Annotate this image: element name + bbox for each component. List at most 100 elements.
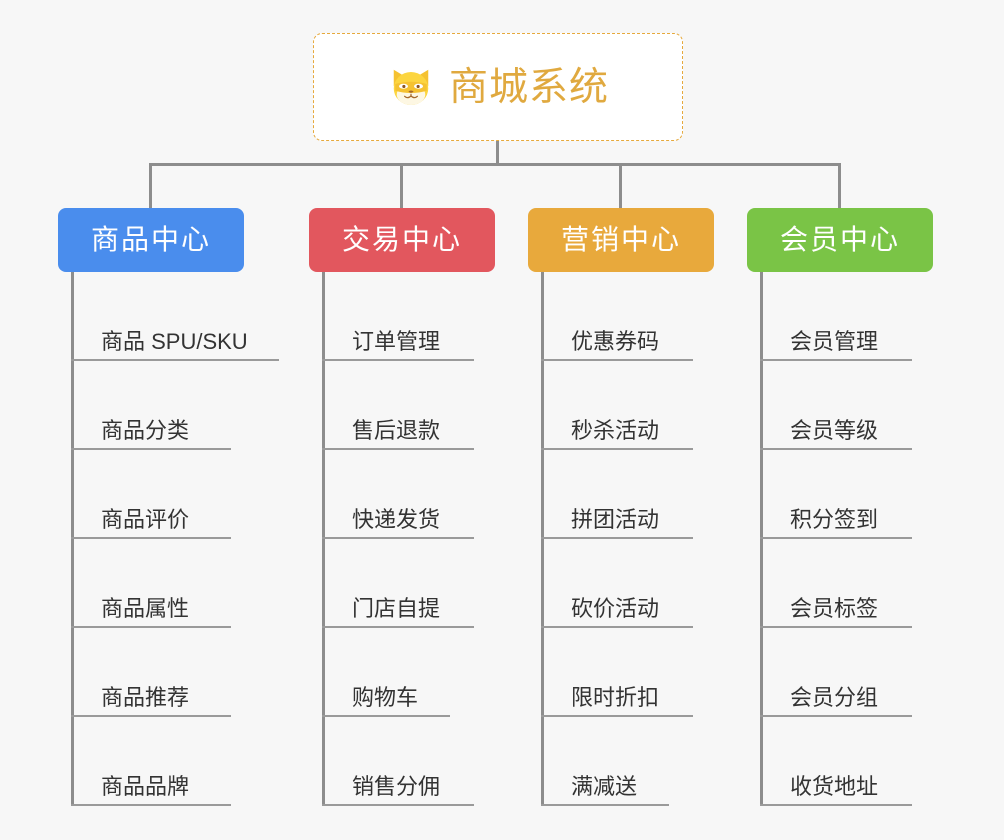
leaf-list-交易中心: 订单管理 售后退款 快递发货 门店自提 购物车 销售分佣: [322, 272, 474, 806]
leaf-label: 秒杀活动: [571, 418, 660, 443]
category-header-label: 营销中心: [560, 224, 681, 255]
leaf-label: 商品评价: [101, 507, 190, 532]
category-header-会员中心[interactable]: 会员中心: [747, 208, 933, 272]
leaf-label: 拼团活动: [571, 507, 660, 532]
category-header-营销中心[interactable]: 营销中心: [528, 208, 714, 272]
leaf-label: 优惠券码: [571, 329, 660, 354]
category-trunk: [322, 272, 325, 806]
leaf-underline: [71, 804, 231, 806]
leaf-underline: [541, 804, 669, 806]
leaf-label: 砍价活动: [571, 596, 660, 621]
category-header-label: 商品中心: [90, 224, 211, 255]
leaf-underline: [322, 715, 450, 717]
leaf-item[interactable]: 购物车: [322, 628, 454, 717]
leaf-item[interactable]: 会员分组: [760, 628, 912, 717]
leaf-label: 会员标签: [790, 596, 879, 621]
leaf-label: 商品 SPU/SKU: [101, 329, 248, 354]
leaf-label: 购物车: [352, 685, 419, 710]
leaf-item[interactable]: 会员等级: [760, 361, 912, 450]
leaf-list-营销中心: 优惠券码 秒杀活动 拼团活动 砍价活动 限时折扣 满减送: [541, 272, 693, 806]
category-header-商品中心[interactable]: 商品中心: [58, 208, 244, 272]
category-column-4: 会员中心 会员管理 会员等级 积分签到 会员标签 会员分组: [747, 208, 933, 806]
leaf-item[interactable]: 商品品牌: [71, 717, 262, 806]
leaf-label: 积分签到: [790, 507, 879, 532]
category-trunk: [760, 272, 763, 806]
leaf-item[interactable]: 商品评价: [71, 450, 262, 539]
connector-horizontal-bus: [149, 163, 841, 166]
dog-face-icon: [393, 69, 429, 106]
leaf-item[interactable]: 门店自提: [322, 539, 474, 628]
leaf-label: 商品分类: [101, 418, 190, 443]
leaf-item[interactable]: 商品属性: [71, 539, 262, 628]
leaf-underline: [541, 448, 693, 450]
connector-drop-商品中心: [149, 163, 152, 208]
leaf-underline: [71, 715, 231, 717]
root-title: 商城系统: [448, 65, 609, 109]
leaf-label: 商品推荐: [101, 685, 190, 710]
leaf-item[interactable]: 商品 SPU/SKU: [71, 272, 279, 361]
leaf-label: 快递发货: [352, 507, 441, 532]
leaf-item[interactable]: 商品推荐: [71, 628, 262, 717]
leaf-underline: [322, 804, 474, 806]
leaf-label: 门店自提: [352, 596, 441, 621]
leaf-underline: [541, 537, 693, 539]
leaf-list-商品中心: 商品 SPU/SKU 商品分类 商品评价 商品属性 商品推荐 商品品牌: [71, 272, 279, 806]
leaf-item[interactable]: 快递发货: [322, 450, 474, 539]
leaf-underline: [760, 448, 912, 450]
leaf-item[interactable]: 售后退款: [322, 361, 474, 450]
leaf-label: 收货地址: [790, 774, 879, 799]
leaf-underline: [71, 359, 279, 361]
category-header-label: 交易中心: [341, 224, 462, 255]
leaf-item[interactable]: 秒杀活动: [541, 361, 693, 450]
leaf-label: 订单管理: [352, 329, 441, 354]
leaf-underline: [760, 804, 912, 806]
leaf-underline: [760, 359, 912, 361]
leaf-item[interactable]: 订单管理: [322, 272, 474, 361]
leaf-label: 满减送: [571, 774, 638, 799]
leaf-list-会员中心: 会员管理 会员等级 积分签到 会员标签 会员分组 收货地址: [760, 272, 912, 806]
leaf-item[interactable]: 积分签到: [760, 450, 912, 539]
category-trunk: [71, 272, 74, 806]
leaf-item[interactable]: 拼团活动: [541, 450, 693, 539]
leaf-label: 商品品牌: [101, 774, 190, 799]
connector-drop-营销中心: [619, 163, 622, 208]
leaf-label: 销售分佣: [352, 774, 441, 799]
root-node[interactable]: 商城系统: [313, 33, 683, 141]
connector-drop-交易中心: [400, 163, 403, 208]
leaf-underline: [760, 537, 912, 539]
leaf-item[interactable]: 限时折扣: [541, 628, 693, 717]
leaf-item[interactable]: 会员管理: [760, 272, 912, 361]
leaf-item[interactable]: 收货地址: [760, 717, 912, 806]
category-column-2: 交易中心 订单管理 售后退款 快递发货 门店自提 购物车: [309, 208, 495, 806]
leaf-underline: [541, 359, 693, 361]
leaf-item[interactable]: 满减送: [541, 717, 673, 806]
category-column-3: 营销中心 优惠券码 秒杀活动 拼团活动 砍价活动 限时折扣: [528, 208, 714, 806]
leaf-underline: [541, 715, 693, 717]
leaf-label: 会员分组: [790, 685, 879, 710]
leaf-label: 售后退款: [352, 418, 441, 443]
category-column-1: 商品中心 商品 SPU/SKU 商品分类 商品评价 商品属性 商品推荐: [58, 208, 279, 806]
leaf-item[interactable]: 砍价活动: [541, 539, 693, 628]
leaf-item[interactable]: 销售分佣: [322, 717, 474, 806]
leaf-underline: [71, 626, 231, 628]
leaf-item[interactable]: 商品分类: [71, 361, 262, 450]
leaf-underline: [760, 626, 912, 628]
leaf-label: 限时折扣: [571, 685, 660, 710]
connector-drop-会员中心: [838, 163, 841, 208]
leaf-label: 会员等级: [790, 418, 879, 443]
category-trunk: [541, 272, 544, 806]
leaf-underline: [322, 626, 474, 628]
leaf-underline: [71, 537, 231, 539]
leaf-underline: [71, 448, 231, 450]
leaf-underline: [760, 715, 912, 717]
leaf-underline: [322, 359, 474, 361]
leaf-underline: [322, 448, 474, 450]
category-header-交易中心[interactable]: 交易中心: [309, 208, 495, 272]
connector-root-stem: [496, 141, 499, 165]
leaf-label: 商品属性: [101, 596, 190, 621]
leaf-underline: [322, 537, 474, 539]
leaf-item[interactable]: 优惠券码: [541, 272, 693, 361]
leaf-item[interactable]: 会员标签: [760, 539, 912, 628]
leaf-underline: [541, 626, 693, 628]
